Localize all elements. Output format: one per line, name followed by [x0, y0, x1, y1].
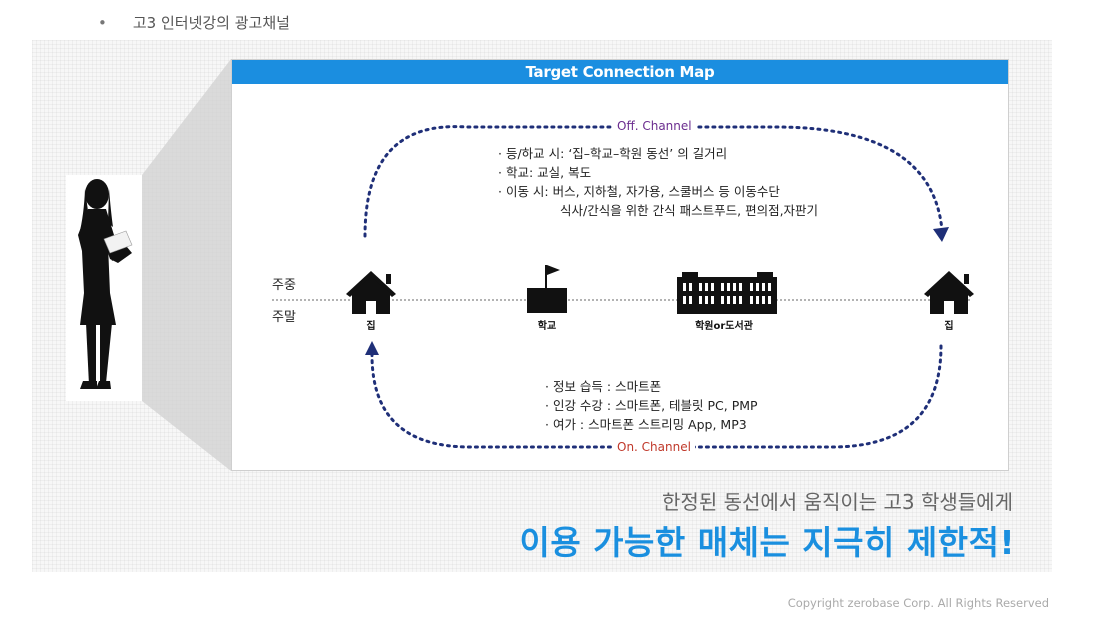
school-flag-icon	[527, 265, 567, 313]
on-note-item: · 여가 : 스마트폰 스트리밍 App, MP3	[545, 417, 747, 432]
slide-title-text: 고3 인터넷강의 광고채널	[132, 14, 290, 32]
off-channel-notes: · 등/하교 시: ‘집–학교–학원 동선’ 의 길거리 · 학교: 교실, 복…	[498, 144, 818, 220]
off-note-item: · 이동 시: 버스, 지하철, 자가용, 스쿨버스 등 이동수단	[498, 184, 780, 199]
off-channel-arrow-icon	[933, 227, 949, 242]
bullet-dot-icon: •	[98, 14, 107, 32]
on-channel-arrow-icon	[365, 341, 379, 355]
on-note-item: · 인강 수강 : 스마트폰, 테블릿 PC, PMP	[545, 398, 758, 413]
on-channel-label: On. Channel	[613, 440, 695, 454]
student-silhouette-icon	[78, 179, 133, 389]
on-note-item: · 정보 습득 : 스마트폰	[545, 379, 662, 394]
off-note-item: · 등/하교 시: ‘집–학교–학원 동선’ 의 길거리	[498, 146, 728, 161]
home-start-caption: 집	[366, 321, 376, 332]
student-panel	[66, 175, 142, 401]
off-note-item: 식사/간식을 위한 간식 패스트푸드, 편의점,자판기	[560, 203, 819, 218]
target-connection-map: Target Connection Map	[231, 59, 1009, 471]
academy-caption: 학원or도서관	[695, 321, 753, 332]
off-channel-label: Off. Channel	[613, 119, 696, 133]
tagline-sub: 한정된 동선에서 움직이는 고3 학생들에게	[662, 490, 1013, 514]
academy-building-icon	[677, 272, 777, 314]
map-title: Target Connection Map	[232, 60, 1008, 84]
weekend-label: 주말	[272, 310, 296, 325]
slide-title: • 고3 인터넷강의 광고채널	[98, 12, 290, 33]
off-channel-route	[363, 125, 944, 238]
weekday-label: 주중	[272, 278, 296, 293]
copyright-text: Copyright zerobase Corp. All Rights Rese…	[787, 596, 1049, 610]
tagline-main: 이용 가능한 매체는 지극히 제한적!	[519, 523, 1015, 562]
home-end-caption: 집	[944, 321, 954, 332]
school-caption: 학교	[537, 321, 557, 332]
on-channel-notes: · 정보 습득 : 스마트폰 · 인강 수강 : 스마트폰, 테블릿 PC, P…	[545, 377, 758, 434]
off-note-item: · 학교: 교실, 복도	[498, 165, 592, 180]
home-icon	[346, 271, 396, 314]
home-icon	[924, 271, 974, 314]
